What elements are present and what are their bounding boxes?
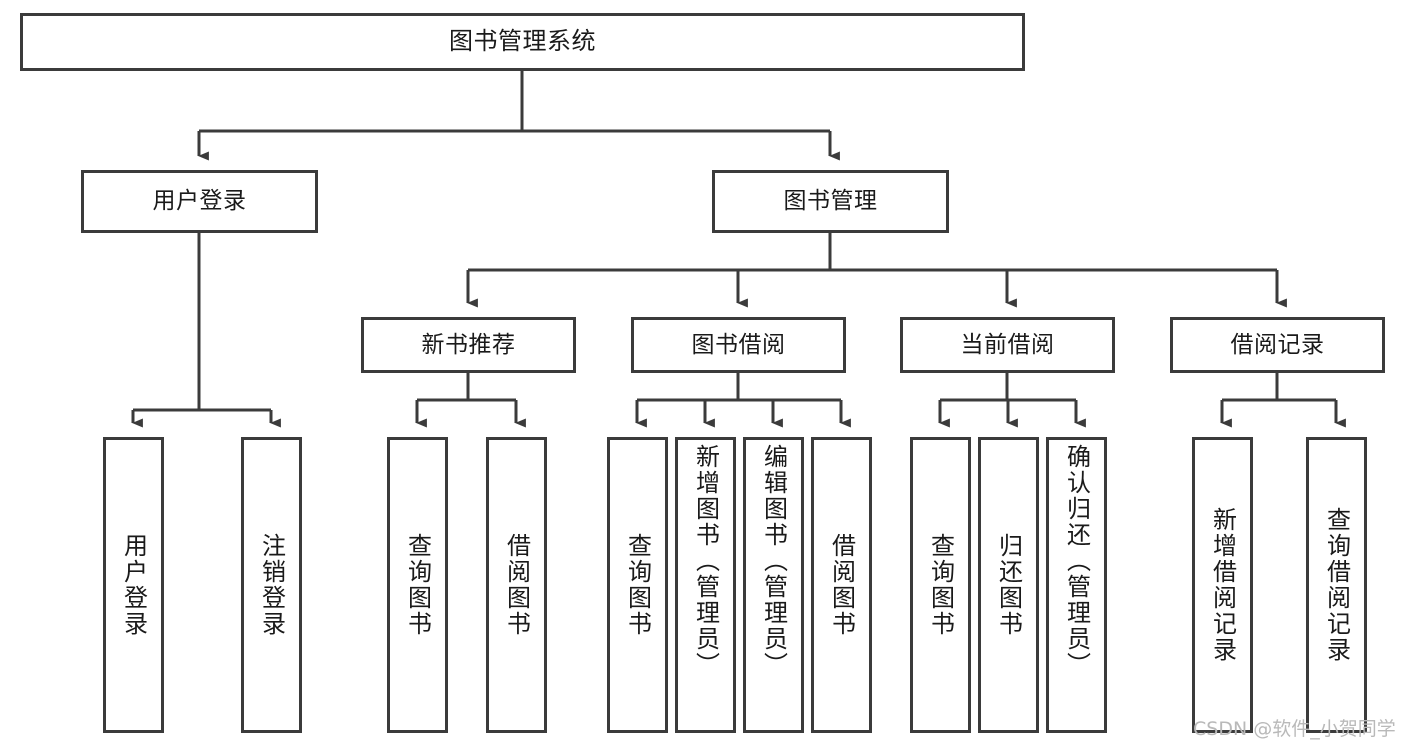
leaf-borrow-add-book-admin[interactable]: 新增图书（管理员） xyxy=(675,437,736,733)
node-label: 借阅图书 xyxy=(502,533,531,637)
node-book-borrow[interactable]: 图书借阅 xyxy=(631,317,846,373)
leaf-current-return-book[interactable]: 归还图书 xyxy=(978,437,1039,733)
node-label: 借阅图书 xyxy=(827,533,856,637)
leaf-borrow-borrow-book[interactable]: 借阅图书 xyxy=(811,437,872,733)
leaf-borrow-query-book[interactable]: 查询图书 xyxy=(607,437,668,733)
leaf-current-query-book[interactable]: 查询图书 xyxy=(910,437,971,733)
node-label: 用户登录 xyxy=(119,533,148,637)
leaf-user-login[interactable]: 用户登录 xyxy=(103,437,164,733)
leaf-record-add-borrow-record[interactable]: 新增借阅记录 xyxy=(1192,437,1253,733)
node-user-login[interactable]: 用户登录 xyxy=(81,170,318,233)
node-label: 新增借阅记录 xyxy=(1208,507,1237,663)
node-label: 编辑图书（管理员） xyxy=(759,444,788,678)
node-book-management[interactable]: 图书管理 xyxy=(712,170,949,233)
node-label: 用户登录 xyxy=(152,188,247,215)
node-label: 图书借阅 xyxy=(691,331,786,358)
node-label: 查询图书 xyxy=(623,533,652,637)
leaf-current-confirm-return-admin[interactable]: 确认归还（管理员） xyxy=(1046,437,1107,733)
node-current-borrow[interactable]: 当前借阅 xyxy=(900,317,1115,373)
leaf-recommend-borrow-book[interactable]: 借阅图书 xyxy=(486,437,547,733)
csdn-watermark: CSDN @软件_小贺同学 xyxy=(1193,718,1396,740)
node-label: 新书推荐 xyxy=(421,331,516,358)
node-label: 新增图书（管理员） xyxy=(691,444,720,678)
node-label: 注销登录 xyxy=(257,533,286,637)
node-label: 查询图书 xyxy=(926,533,955,637)
node-new-book-recommend[interactable]: 新书推荐 xyxy=(361,317,576,373)
node-borrow-record[interactable]: 借阅记录 xyxy=(1170,317,1385,373)
leaf-user-logout[interactable]: 注销登录 xyxy=(241,437,302,733)
node-label: 确认归还（管理员） xyxy=(1062,444,1091,678)
node-label: 查询图书 xyxy=(403,533,432,637)
node-label: 图书管理系统 xyxy=(449,27,596,56)
leaf-record-query-borrow-record[interactable]: 查询借阅记录 xyxy=(1306,437,1367,733)
node-label: 借阅记录 xyxy=(1230,331,1325,358)
leaf-borrow-edit-book-admin[interactable]: 编辑图书（管理员） xyxy=(743,437,804,733)
node-root-system[interactable]: 图书管理系统 xyxy=(20,13,1025,71)
node-label: 查询借阅记录 xyxy=(1322,507,1351,663)
node-label: 当前借阅 xyxy=(960,331,1055,358)
leaf-recommend-query-book[interactable]: 查询图书 xyxy=(387,437,448,733)
node-label: 归还图书 xyxy=(994,533,1023,637)
node-label: 图书管理 xyxy=(783,188,878,215)
